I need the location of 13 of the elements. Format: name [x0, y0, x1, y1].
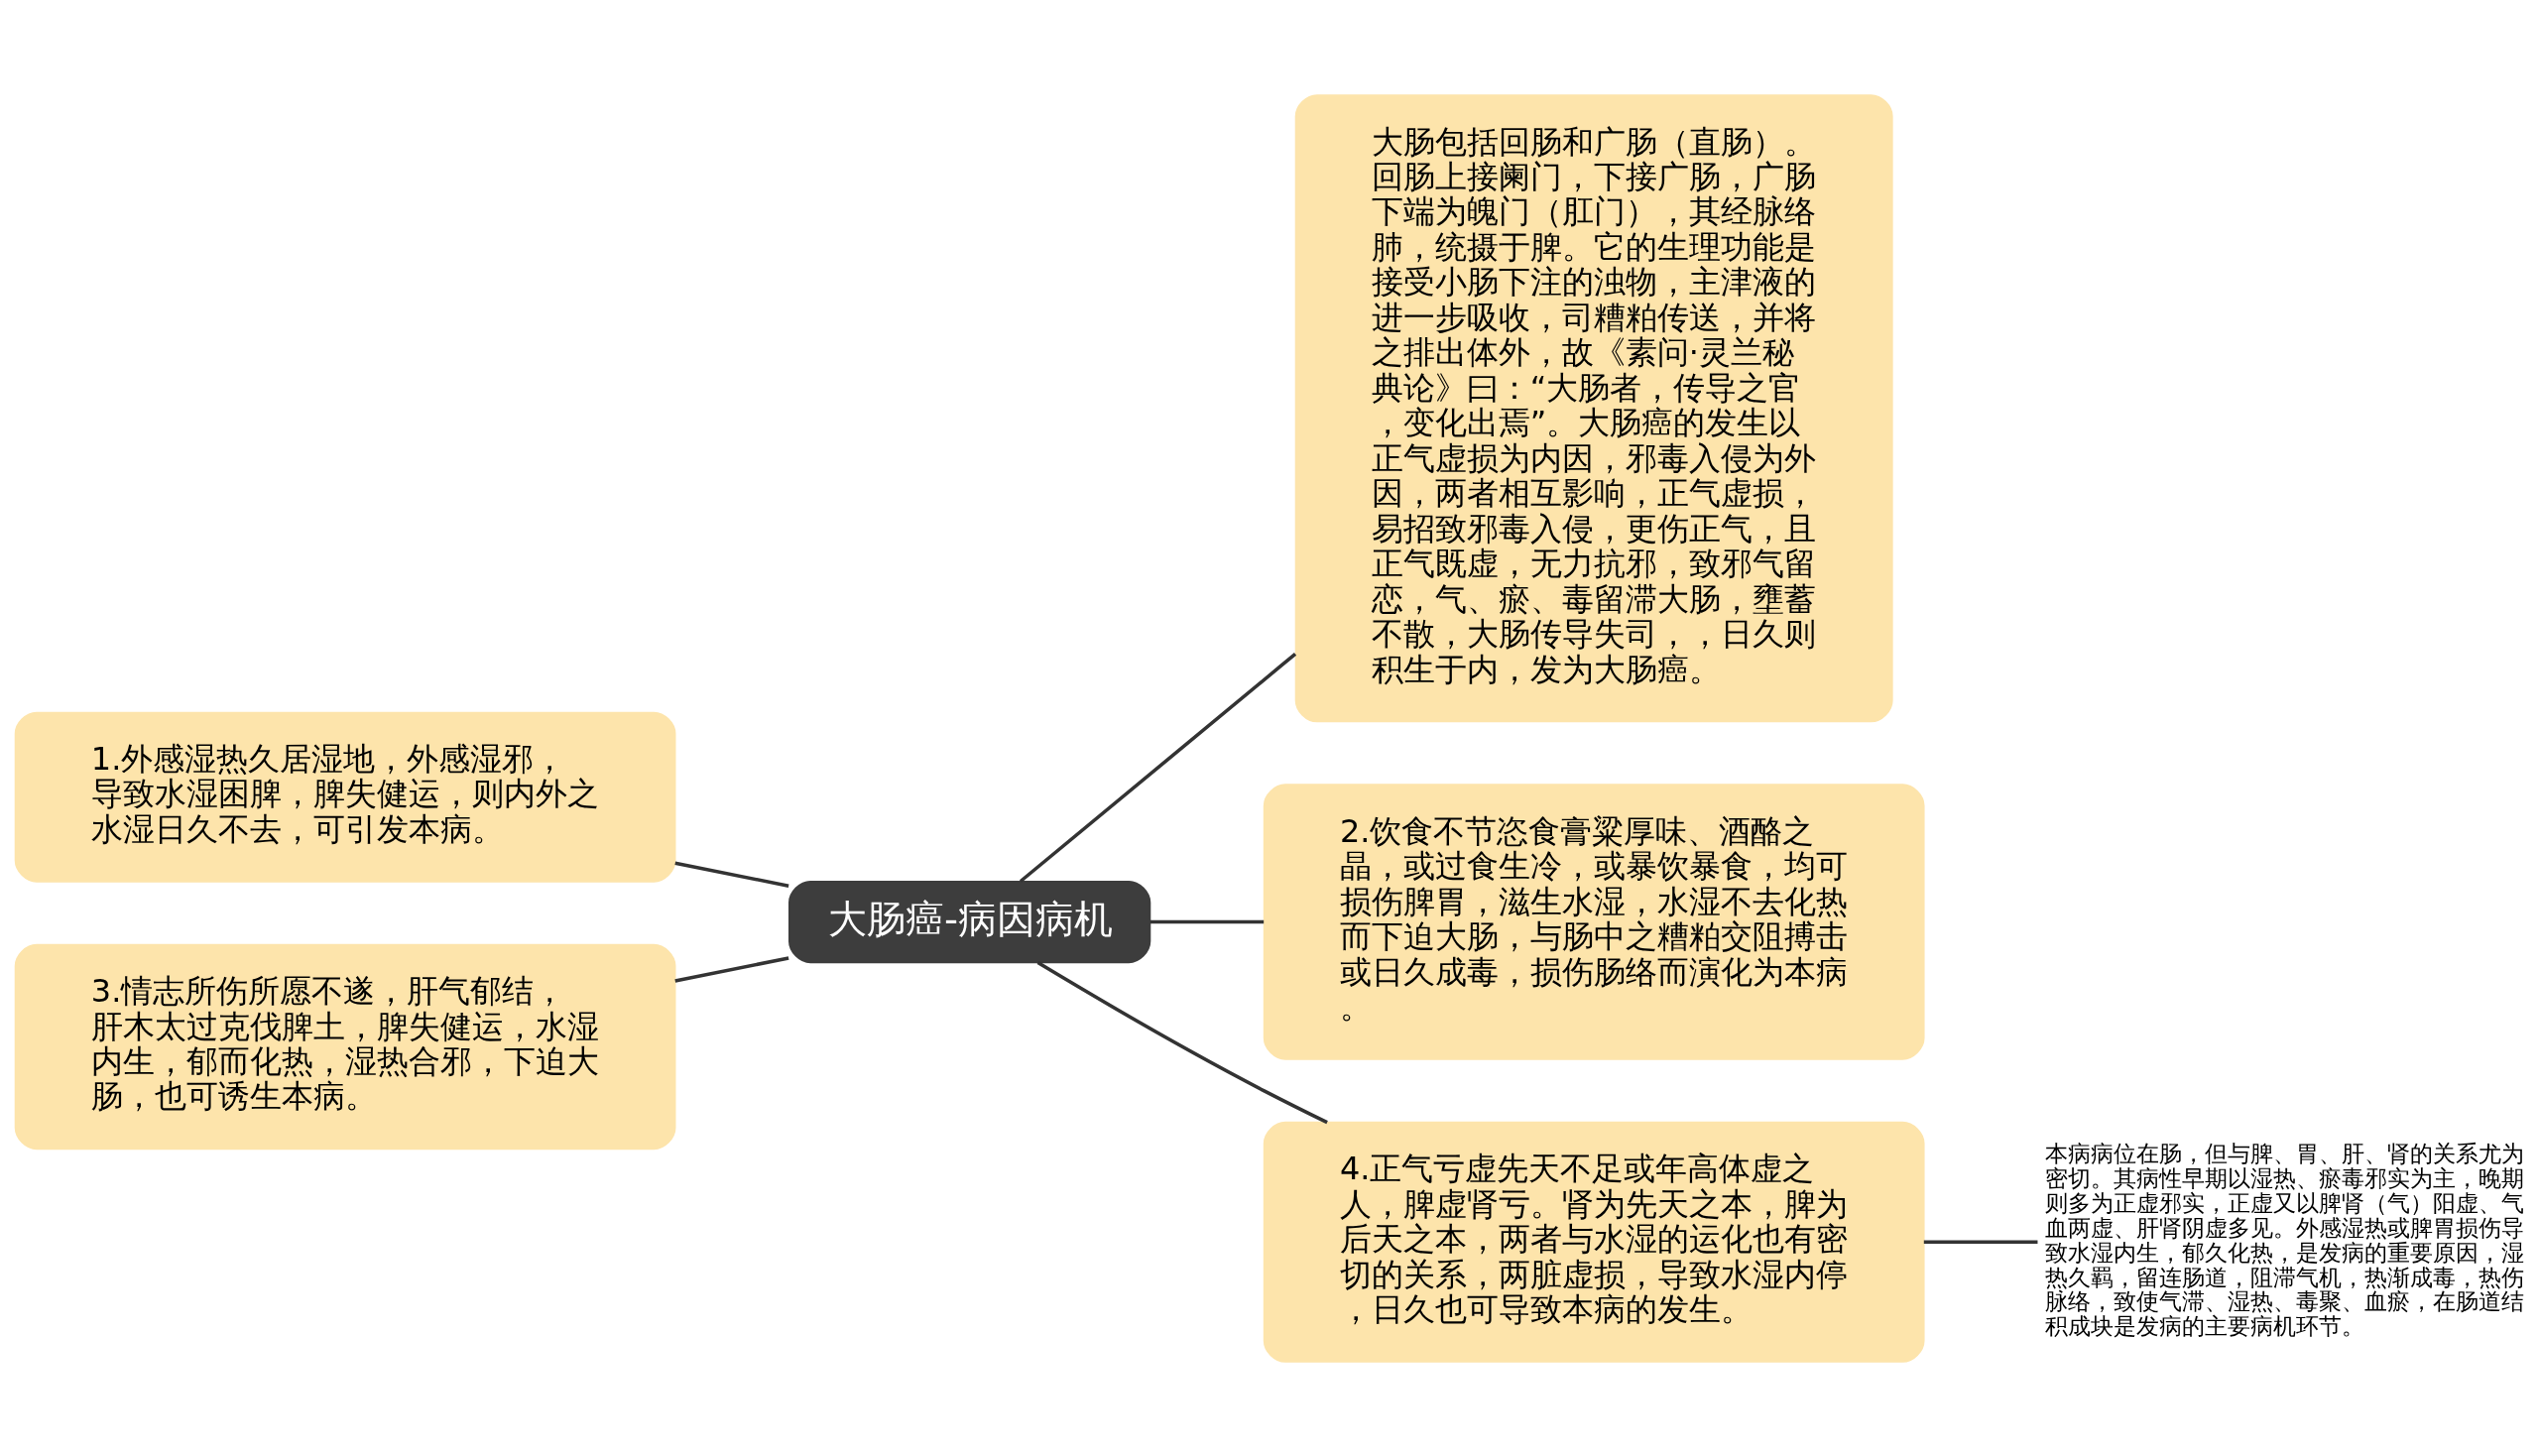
connector	[674, 955, 789, 983]
node-box: 大肠包括回肠和广肠（直肠）。回肠上接阑门，下接广肠，广肠下端为魄门（肛门），其经脉络肺，统摄于脾。它的生理功能是接受小肠下注的浊物，主津液的进一步吸收，司糟粕传送，并将之排出体外，故《素问·灵兰秘典论》曰：“大肠者，传导之官，变化出焉”。大肠癌的发生以正气虚损为内因，邪毒入侵为外因，两者相互影响，正气虚损，易招致邪毒入侵，更伤正气，且正气既虚，无力抗邪，致邪气留恋，气、瘀、毒留滞大肠，壅蓄不散，大肠传导失司，，日久则积生于内，发为大肠癌。	[1294, 93, 1893, 722]
connector	[1149, 919, 1265, 923]
node-box: 大肠癌-病因病机	[788, 880, 1151, 963]
node-text: 本病病位在肠，但与脾、胃、肝、肾的关系尤为密切。其病性早期以湿热、瘀毒邪实为主，晚期则多为正虚邪实，正虚又以脾肾（气）阳虚、气血两虚、肝肾阴虚多见。外感湿热或脾胃损伤导致水湿内生，郁久化热，是发病的重要原因，湿热久羁，留连肠道，阻滞气机，热渐成毒，热伤脉络，致使气滞、湿热、毒聚、血瘀，在肠道结积成块是发病的主要病机环节。	[2045, 1140, 2525, 1339]
connector	[1019, 652, 1297, 883]
connector	[1923, 1240, 2038, 1244]
node-box: 1.外感湿热久居湿地，外感湿邪，导致水湿困脾，脾失健运，则内外之水湿日久不去，可引发本病。	[14, 711, 676, 883]
connector	[1036, 960, 1328, 1124]
node-box: 2.饮食不节恣食膏粱厚味、酒酪之晶，或过食生冷，或暴饮暴食，均可损伤脾胃，滋生水湿，水湿不去化热而下迫大肠，与肠中之糟粕交阻搏击或日久成毒，损伤肠络而演化为本病。	[1263, 783, 1925, 1060]
node-box: 3.情志所伤所愿不遂，肝气郁结，肝木太过克伐脾土，脾失健运，水湿内生，郁而化热，湿热合邪，下迫大肠，也可诱生本病。	[14, 943, 676, 1150]
connector	[674, 860, 789, 888]
node-box: 4.正气亏虚先天不足或年高体虚之人，脾虚肾亏。肾为先天之本，脾为后天之本，两者与水湿的运化也有密切的关系，两脏虚损，导致水湿内停，日久也可导致本病的发生。	[1263, 1121, 1925, 1363]
